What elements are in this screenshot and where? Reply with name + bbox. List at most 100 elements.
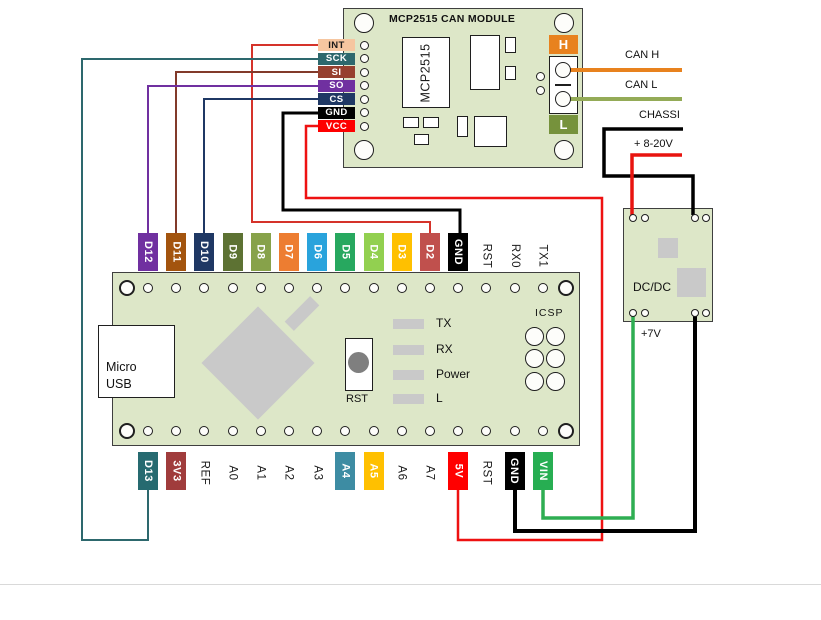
mcp-pin-vcc: VCC: [318, 120, 355, 132]
nano-pin-tx1: TX1: [533, 233, 553, 279]
nano-pin-hole: [368, 283, 379, 293]
nano-pin-a6: A6: [392, 450, 412, 496]
nano-pin-rst: RST: [476, 233, 496, 279]
nano-pin-hole: [227, 426, 238, 436]
icsp-pin-hole: [545, 326, 565, 346]
nano-pin-label: D4: [367, 244, 380, 260]
mounting-hole: [354, 140, 374, 160]
mcp-pin-hole: [360, 40, 369, 50]
micro-usb-label-line1: Micro: [106, 360, 137, 374]
smd-component: [457, 116, 468, 137]
reset-button-label: RST: [346, 393, 368, 405]
dcdc-component: [658, 238, 678, 258]
smd-component: [403, 117, 419, 128]
nano-pin-gnd: GND: [448, 233, 469, 271]
dcdc-pin-hole: [691, 214, 699, 222]
nano-pin-hole: [143, 283, 153, 293]
terminal-screw-hole: [555, 91, 571, 107]
nano-pin-label: D7: [282, 244, 295, 260]
nano-pin-a7: A7: [420, 450, 440, 496]
mcp-pin-int: INT: [318, 39, 355, 51]
dcdc-pin-hole: [641, 309, 649, 317]
nano-pin-a0: A0: [223, 450, 243, 496]
nano-pin-rx0: RX0: [505, 233, 525, 279]
dcdc-inductor: [677, 268, 706, 297]
mcp2515-chip-label: MCP2515: [419, 42, 433, 103]
nano-pin-label: D8: [254, 244, 267, 260]
nano-pin-label: RST: [480, 243, 493, 269]
nano-pin-d5: D5: [335, 233, 356, 271]
nano-pin-d11: D11: [166, 233, 187, 271]
wire-so-to-d12: [147, 85, 318, 235]
nano-pin-label: A6: [395, 465, 408, 481]
nano-pin-label: GND: [452, 238, 465, 266]
nano-pin-label: TX1: [536, 244, 549, 268]
nano-pin-d10: D10: [194, 233, 215, 271]
nano-pin-d8: D8: [250, 233, 271, 271]
dcdc-label: DC/DC: [633, 280, 671, 294]
mounting-hole: [554, 140, 574, 160]
nano-pin-gnd: GND: [504, 452, 525, 490]
nano-pin-label: 3V3: [170, 460, 183, 482]
nano-pin-hole: [537, 283, 548, 293]
dcdc-pin-hole: [629, 214, 637, 222]
dcdc-pin-hole: [702, 309, 710, 317]
nano-pin-5v: 5V: [448, 452, 469, 490]
nano-pin-hole: [143, 426, 153, 436]
nano-pin-hole: [255, 283, 266, 293]
mcp-pin-so: SO: [318, 79, 355, 92]
nano-pin-hole: [368, 426, 379, 436]
jumper-hole: [536, 72, 545, 81]
icsp-pin-hole: [524, 326, 544, 346]
nano-pin-hole: [509, 426, 520, 436]
nano-pin-label: RX0: [508, 243, 521, 269]
nano-pin-label: A1: [254, 465, 267, 481]
led-rx: [393, 345, 424, 355]
nano-pin-label: A4: [339, 463, 352, 479]
terminal-divider: [555, 84, 571, 86]
smd-component: [414, 134, 429, 145]
nano-pin-a4: A4: [335, 452, 356, 490]
wire-supply-8-20v: [630, 153, 682, 215]
smd-component: [505, 37, 516, 53]
micro-usb-label-line2: USB: [106, 377, 132, 391]
nano-pin-hole: [509, 283, 520, 293]
nano-pin-a1: A1: [251, 450, 271, 496]
nano-pin-rst: RST: [476, 450, 496, 496]
icsp-label: ICSP: [535, 307, 564, 319]
nano-mounting-hole: [558, 423, 574, 439]
wire-si-to-d11: [175, 71, 318, 235]
page-divider-line: [0, 584, 821, 585]
nano-pin-a5: A5: [363, 452, 384, 490]
nano-pin-label: D12: [142, 241, 155, 263]
nano-mounting-hole: [119, 423, 135, 439]
can-l-wire-label: CAN L: [625, 79, 658, 91]
nano-pin-hole: [396, 283, 407, 293]
nano-pin-label: D2: [423, 244, 436, 260]
nano-pin-label: REF: [198, 460, 211, 486]
nano-pin-d9: D9: [222, 233, 243, 271]
nano-pin-label: D9: [226, 244, 239, 260]
mcp2515-chip: MCP2515: [402, 37, 450, 108]
nano-pin-d13: D13: [138, 452, 158, 490]
nano-pin-label: RST: [480, 460, 493, 486]
mcp-pin-gnd: GND: [318, 106, 355, 119]
reset-button-cap: [348, 352, 369, 373]
nano-pin-hole: [255, 426, 266, 436]
mounting-hole: [354, 13, 374, 33]
nano-pin-d7: D7: [279, 233, 299, 271]
nano-pin-label: D10: [198, 241, 211, 263]
mcp2515-module-title: MCP2515 CAN MODULE: [389, 13, 516, 25]
mcp-pin-si: SI: [318, 66, 355, 78]
nano-pin-a3: A3: [307, 450, 327, 496]
nano-pin-label: A2: [283, 465, 295, 481]
led-label-rx: RX: [436, 342, 453, 356]
nano-mounting-hole: [558, 280, 574, 296]
nano-pin-d4: D4: [363, 233, 384, 271]
nano-pin-hole: [537, 426, 548, 436]
nano-pin-d6: D6: [307, 233, 328, 271]
mcp-pin-sck: SCK: [318, 52, 355, 65]
mcp-pin-hole: [360, 81, 369, 90]
icsp-pin-hole: [545, 371, 565, 391]
